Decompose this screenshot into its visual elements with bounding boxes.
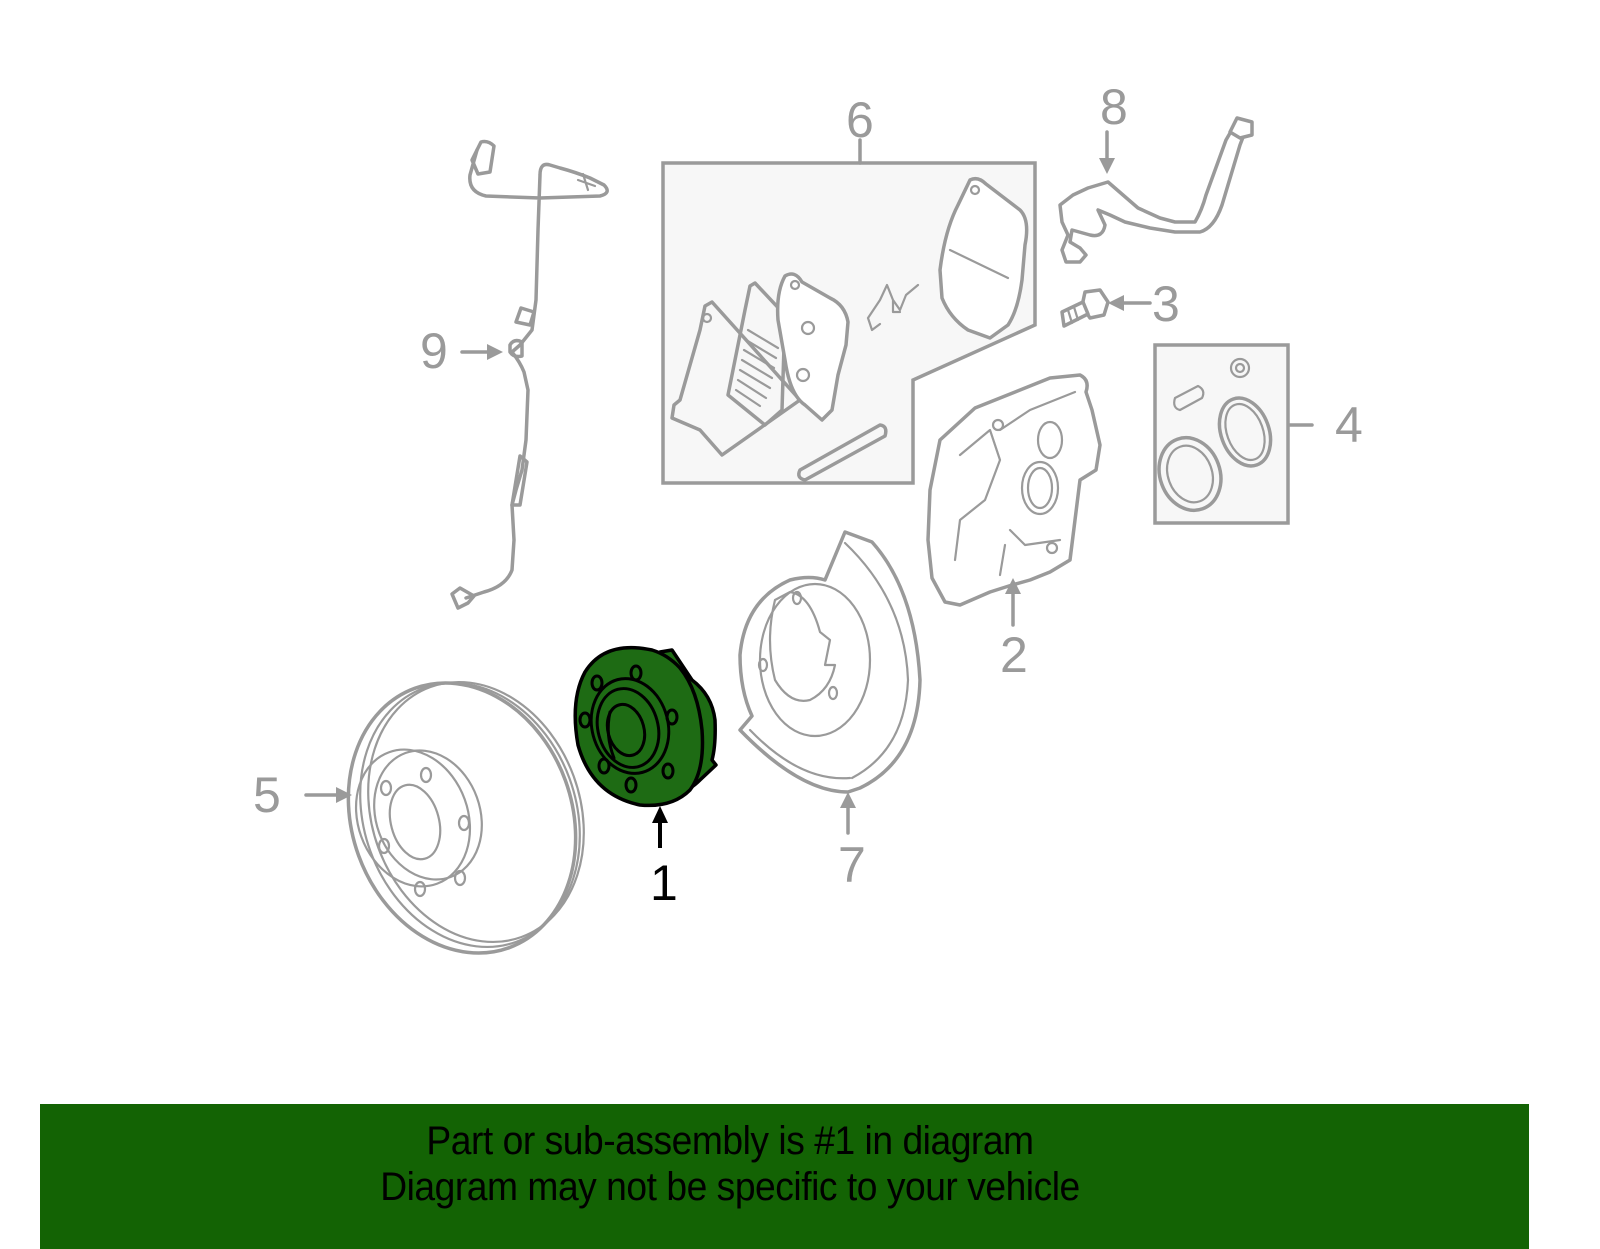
info-banner: Part or sub-assembly is #1 in diagram Di…	[40, 1104, 1529, 1249]
callout-7-label: 7	[838, 837, 866, 893]
callout-5[interactable]: 5	[253, 767, 352, 823]
callout-5-label: 5	[253, 767, 281, 823]
arrow-icon	[487, 344, 503, 360]
callout-9-label: 9	[420, 323, 448, 379]
callout-3-label: 3	[1152, 276, 1180, 332]
callout-8-label: 8	[1100, 79, 1128, 135]
callout-9[interactable]: 9	[420, 323, 503, 379]
callout-7[interactable]: 7	[838, 792, 866, 893]
arrow-icon	[336, 787, 352, 803]
callout-4-label: 4	[1335, 397, 1363, 453]
bolt-part[interactable]	[1060, 288, 1110, 328]
caliper-part[interactable]	[926, 373, 1102, 607]
callout-2-label: 2	[1000, 627, 1028, 683]
callout-6[interactable]: 6	[846, 92, 874, 148]
arrow-icon	[1108, 295, 1124, 311]
brake-hose-part[interactable]	[1058, 116, 1254, 264]
arrow-icon	[1099, 158, 1115, 174]
callout-1[interactable]: 1	[650, 806, 678, 911]
splash-shield-part[interactable]	[738, 530, 922, 794]
arrow-icon	[1005, 578, 1021, 594]
banner-line-part-number: Part or sub-assembly is #1 in diagram	[426, 1119, 1034, 1163]
callout-6-label: 6	[846, 92, 874, 148]
brake-pad-kit-part[interactable]	[661, 138, 1037, 485]
banner-line-disclaimer: Diagram may not be specific to your vehi…	[380, 1165, 1080, 1209]
callout-8[interactable]: 8	[1099, 79, 1128, 174]
callout-1-label: 1	[650, 855, 678, 911]
arrow-icon	[840, 792, 856, 808]
hub-bearing-part[interactable]	[573, 645, 718, 808]
arrow-icon	[652, 806, 668, 823]
callout-4[interactable]: 4	[1335, 397, 1363, 453]
caliper-repair-kit-part[interactable]	[1149, 343, 1314, 525]
rotor-part[interactable]	[311, 651, 619, 986]
callout-3[interactable]: 3	[1108, 276, 1180, 332]
callout-2[interactable]: 2	[1000, 578, 1028, 683]
abs-sensor-wire-part[interactable]	[450, 139, 609, 610]
